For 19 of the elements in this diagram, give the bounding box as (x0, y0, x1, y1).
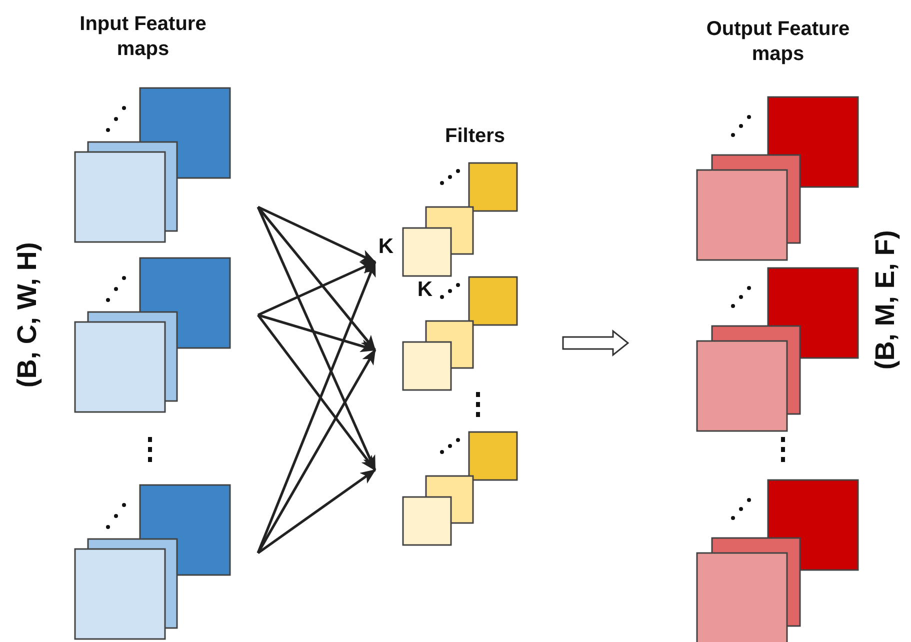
dimension-label: K (377, 234, 395, 260)
feature-map-stack-drawing (697, 97, 858, 260)
feature-map-stack-drawing (697, 268, 858, 431)
heading: Input Feature maps (78, 12, 208, 62)
arrow (256, 260, 376, 554)
arrow (256, 206, 376, 472)
dimension-label: K (416, 277, 434, 303)
arrow (257, 260, 376, 316)
arrow (257, 468, 376, 554)
heading: Filters (444, 124, 506, 149)
arrow (256, 348, 376, 554)
shape-label: (B, C, W, H) (11, 241, 44, 390)
arrow (256, 314, 376, 472)
arrow (258, 314, 376, 352)
arrow (257, 206, 376, 264)
feature-map-stack-drawing (697, 480, 858, 642)
shape-label: (B, M, E, F) (869, 229, 902, 372)
arrow (257, 206, 376, 351)
heading: Output Feature maps (705, 17, 851, 67)
